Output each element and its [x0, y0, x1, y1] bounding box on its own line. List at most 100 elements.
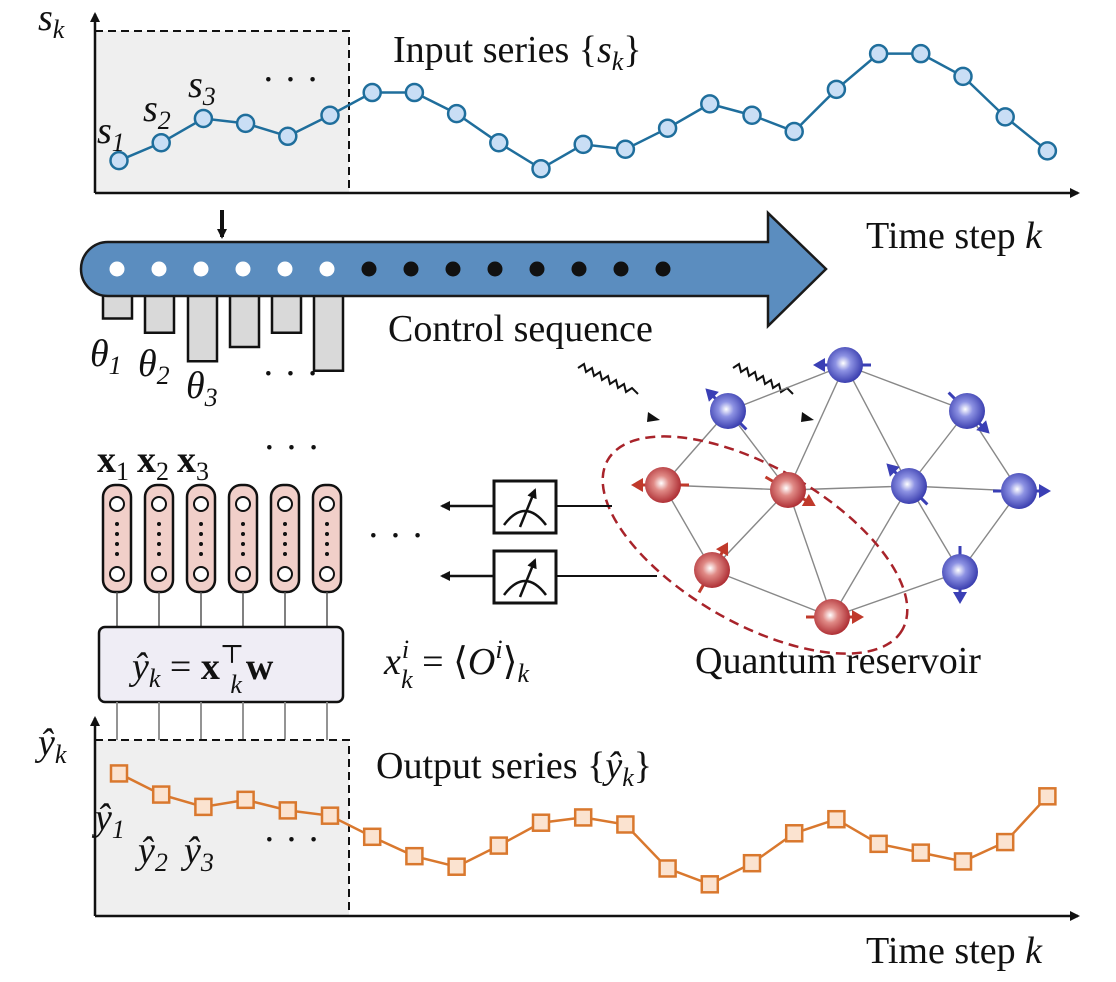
- coupling-edge: [787, 364, 846, 491]
- input-label-s3: s3: [188, 64, 216, 111]
- feature-node-bottom: [277, 566, 293, 582]
- coupling-edge: [831, 571, 961, 618]
- input-point-5: [278, 126, 298, 147]
- measured-spin-5: [764, 472, 816, 508]
- feature-node-top: [277, 496, 293, 512]
- input-series: [109, 43, 1058, 179]
- input-point-4: [235, 113, 256, 134]
- feature-node-bottom: [151, 566, 167, 582]
- control-sequence: θ1 θ2 θ3 · · · Control sequence: [79, 210, 828, 412]
- input-xlabel: Time step k: [866, 215, 1043, 257]
- spin-arrowhead-icon: [631, 478, 643, 492]
- spin-sphere: [827, 347, 863, 383]
- spin-1: [705, 388, 748, 431]
- coupling-edge: [844, 364, 968, 412]
- input-point-7: [362, 82, 382, 103]
- spin-sphere: [770, 472, 806, 508]
- meter-gauge-icon: [503, 579, 547, 596]
- theta-ellipsis: · · ·: [262, 353, 319, 395]
- feature-dot: [325, 552, 329, 556]
- output-point-8: [405, 846, 424, 866]
- feature-column-6: [311, 483, 343, 627]
- feature-dot: [115, 552, 119, 556]
- output-point-14: [658, 859, 677, 878]
- feature-dot: [115, 532, 119, 536]
- input-point-9: [446, 103, 467, 124]
- output-point-16: [742, 853, 762, 873]
- theta2-label: θ2: [138, 343, 170, 390]
- spin-arrowhead-icon: [715, 542, 729, 557]
- spin-sphere: [645, 467, 681, 503]
- output-point-4: [236, 790, 255, 810]
- pending-dot-13: [613, 261, 629, 277]
- pending-dot-11: [529, 261, 545, 277]
- feature-dot: [241, 552, 245, 556]
- output-series: [109, 764, 1057, 894]
- output-label-y1: ŷ1: [91, 797, 125, 844]
- theta3-label: θ3: [186, 365, 218, 412]
- input-series-title: Input series {sk}: [393, 29, 642, 76]
- input-ellipsis: · · ·: [262, 59, 319, 101]
- output-series-title: Output series {ŷk}: [376, 745, 652, 792]
- feature-dot: [157, 522, 161, 526]
- output-point-19: [869, 834, 888, 854]
- input-point-23: [1037, 141, 1058, 161]
- input-point-13: [615, 139, 636, 160]
- output-ellipsis: · · ·: [263, 819, 320, 861]
- output-point-13: [616, 815, 635, 834]
- feature-node-top: [109, 496, 125, 512]
- feature-column-5: [269, 483, 301, 627]
- feature-dot: [241, 532, 245, 536]
- feature-column-2: [143, 483, 175, 627]
- output-label-y3: ŷ3: [180, 830, 214, 877]
- coupling-edge: [727, 364, 846, 412]
- input-axis-label: sk: [38, 0, 65, 44]
- feature-node-bottom: [109, 566, 125, 582]
- coupling-edge: [711, 569, 833, 618]
- output-point-2: [151, 785, 171, 804]
- input-point-8: [404, 82, 425, 103]
- input-point-14: [657, 118, 678, 138]
- spin-7: [993, 473, 1051, 509]
- feature-dot: [283, 542, 287, 546]
- spin-arrowhead-icon: [886, 463, 900, 477]
- meter-2: [440, 549, 657, 605]
- spin-6: [886, 463, 929, 506]
- feature-dot: [199, 532, 203, 536]
- feature-node-top: [193, 496, 209, 512]
- spin-10: [942, 546, 978, 604]
- pending-dot-9: [445, 261, 461, 277]
- output-window-border: [95, 739, 350, 917]
- processed-dot-6: [319, 261, 335, 277]
- output-point-9: [447, 857, 466, 876]
- feature-dot: [115, 542, 119, 546]
- processed-dot-3: [193, 261, 209, 277]
- theta1-label: θ1: [90, 333, 122, 380]
- feature-node-bottom: [235, 566, 251, 582]
- spin-arrowhead-icon: [813, 358, 825, 372]
- processed-dot-1: [109, 261, 125, 277]
- feature-node-top: [151, 496, 167, 512]
- processed-dot-2: [151, 261, 167, 277]
- feature-dot: [199, 552, 203, 556]
- output-point-5: [278, 801, 298, 820]
- spin-sphere: [891, 468, 927, 504]
- feature-dot: [157, 542, 161, 546]
- feature-dot: [199, 542, 203, 546]
- input-point-6: [320, 105, 340, 125]
- input-point-17: [784, 121, 804, 142]
- coupling-edge: [831, 485, 910, 618]
- output-window-shade: [95, 740, 349, 916]
- output-point-23: [1038, 787, 1057, 806]
- output-label-y2: ŷ2: [134, 830, 168, 877]
- output-axis-label: ŷk: [34, 722, 67, 769]
- spin-sphere: [710, 393, 746, 429]
- theta-bar-6: [312, 288, 345, 372]
- reservoir-nodes: [631, 347, 1051, 635]
- output-point-3: [194, 797, 213, 817]
- feature-ellipsis: · · ·: [263, 427, 320, 469]
